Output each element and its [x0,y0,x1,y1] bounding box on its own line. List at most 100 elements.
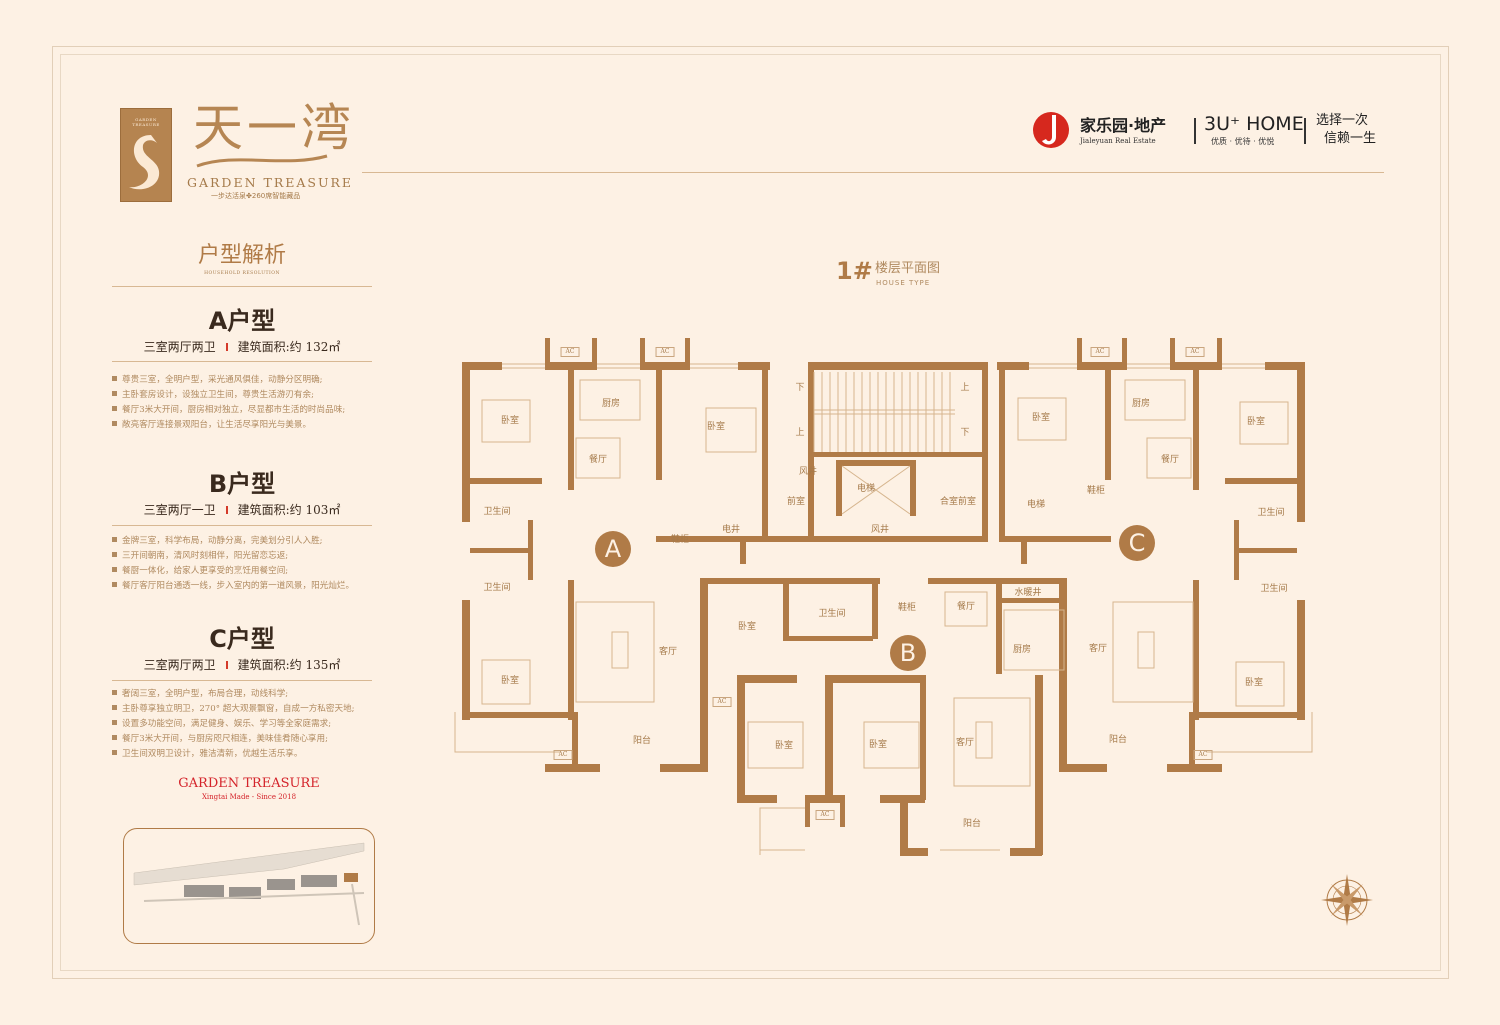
room-label: 风井 [870,525,890,535]
type-a-features: 尊贵三室，全明户型，采光通风俱佳，动静分区明确; 主卧套房设计，设独立卫生间，尊… [112,373,345,433]
compass-icon [1321,874,1373,926]
feature-item: 三开间朝南，清风时刻相伴，阳光留恋忘返; [112,549,354,564]
divider [112,680,372,681]
unit-c-badge: C [1119,525,1155,561]
unit-a-badge: A [595,531,631,567]
feature-item: 餐厅客厅阳台通透一线，步入室内的第一道风景，阳光灿烂。 [112,579,354,594]
room-label: 卧室 [1246,417,1266,427]
unit-b-badge: B [890,635,926,671]
divider [112,361,372,362]
divider [1304,118,1306,144]
stair-label: 上 [960,383,970,393]
site-plan-map [133,842,365,926]
site-plan-thumbnail [123,828,375,944]
stairs [813,372,955,515]
feature-item: 餐厅3米大开间，与厨房咫尺相连，美味佳肴随心享用; [112,732,355,747]
room-label: 卫生间 [818,609,846,619]
ac-unit-label: AC [655,347,675,357]
room-label: 卧室 [1031,413,1051,423]
room-label: 客厅 [955,738,975,748]
stair-label: 上 [795,428,805,438]
furniture [481,379,1289,787]
room-label: 鞋柜 [1086,486,1106,496]
room-label: 卫生间 [483,583,511,593]
room-label: 阳台 [632,736,652,746]
ac-unit-label: AC [1090,347,1110,357]
room-label: 卧室 [500,416,520,426]
feature-item: 餐厅3米大开间，厨房相对独立，尽显都市生活的时尚品味; [112,403,345,418]
feature-item: 尊贵三室，全明户型，采光通风俱佳，动静分区明确; [112,373,345,388]
type-b-layout: 三室两厅一卫 [143,503,216,517]
type-c-area: 建筑面积:约 135㎡ [237,658,341,672]
slogan-2: 信赖一生 [1324,131,1377,146]
header-divider [362,172,1384,173]
feature-item: 餐厨一体化，给家人更享受的烹饪用餐空间; [112,564,354,579]
section-subtitle: HOUSEHOLD RESOLUTION [204,271,280,276]
unit-c-walls [997,338,1305,772]
room-label: 厨房 [1131,399,1151,409]
ac-unit-label: AC [815,810,835,820]
divider [1194,118,1196,144]
footer-brand-sub: Xingtai Made - Since 2018 [201,793,297,801]
room-label: 卧室 [737,622,757,632]
section-title: 户型解析 [197,243,286,268]
room-label: 电井 [721,525,741,535]
type-c-title: C户型 [209,625,275,653]
type-b-title: B户型 [208,470,276,498]
inner-frame [60,54,1441,971]
room-label: 卫生间 [1257,508,1285,518]
plan-title: 楼层平面图 [875,261,941,276]
room-label: 厨房 [601,399,621,409]
ac-unit-label: AC [1185,347,1205,357]
core-walls [768,362,988,542]
room-label: 鞋柜 [897,603,917,613]
room-label: 阳台 [1108,735,1128,745]
building-number: 1# [836,257,873,285]
stair-label: 下 [795,383,805,393]
brand-swoosh [196,154,328,168]
room-label: 卧室 [706,422,726,432]
room-label: 水暖井 [1014,588,1042,598]
logo-text: GARDEN TREASURE [132,117,160,127]
room-label: 阳台 [962,819,982,829]
unit-b-walls [700,578,1062,856]
room-label: 厨房 [1012,645,1032,655]
room-label: 客厅 [1088,644,1108,654]
ac-unit-label: AC [553,750,573,760]
room-label: 电梯 [1026,500,1046,510]
room-label: 合室前室 [939,497,977,507]
room-label: 餐厅 [588,455,608,465]
brand-name-cn: 天一湾 [193,99,355,157]
window-lines [454,363,1313,855]
feature-item: 主卧套房设计，设独立卫生间，尊贵生活游刃有余; [112,388,345,403]
room-label: 鞋柜 [670,535,690,545]
feature-item: 敞亮客厅连接景观阳台，让生活尽享阳光与美景。 [112,418,345,433]
room-label: 卫生间 [1260,584,1288,594]
room-label: 卧室 [1244,678,1264,688]
room-label: 前室 [786,497,806,507]
room-label: 客厅 [658,647,678,657]
room-label: 餐厅 [956,602,976,612]
ac-unit-label: AC [560,347,580,357]
ac-unit-label: AC [712,697,732,707]
room-label: 卧室 [500,676,520,686]
divider [112,286,372,287]
room-label: 卧室 [868,740,888,750]
type-c-layout: 三室两厅两卫 [143,658,216,672]
jialeyuan-logo-icon [1033,112,1069,148]
type-b-summary: 三室两厅一卫建筑面积:约 103㎡ [112,502,372,518]
type-b-features: 金牌三室，科学布局，动静分离，完美划分引人入胜; 三开间朝南，清风时刻相伴，阳光… [112,534,354,594]
developer-name: 家乐园·地产 [1080,116,1167,135]
room-label: 餐厅 [1160,455,1180,465]
feature-item: 卫生间双明卫设计，雅洁清新，优越生活乐享。 [112,747,355,762]
type-c-summary: 三室两厅两卫 建筑面积:约 135㎡ [112,657,372,673]
slogan-1: 选择一次 [1316,113,1369,128]
brand-name-en: GARDEN TREASURE [187,175,354,190]
feature-item: 主卧尊享独立明卫，270° 超大观景飘窗，自成一方私密天地; [112,702,355,717]
stair-label: 下 [960,428,970,438]
feature-item: 奢阔三室，全明户型，布局合理，动线科学; [112,687,355,702]
swan-logo: GARDEN TREASURE [120,108,172,202]
room-label: 电梯 [856,484,876,494]
footer-brand: GARDEN TREASURE [178,776,320,791]
